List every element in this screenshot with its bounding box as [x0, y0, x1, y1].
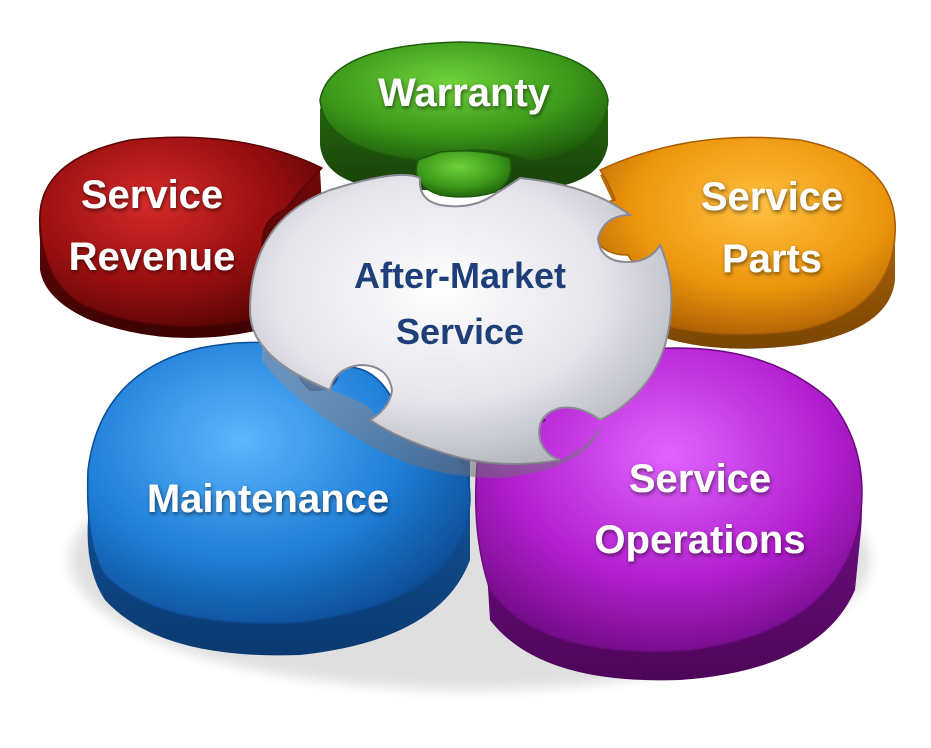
petal-warranty-label: Warranty — [378, 71, 551, 115]
petal-service-parts-label-line2: Parts — [722, 237, 822, 281]
center-label-line2: Service — [396, 311, 524, 352]
petal-maintenance-label: Maintenance — [147, 477, 389, 521]
petal-service-revenue-label-line1: Service — [81, 173, 223, 217]
petal-service-parts-label-line1: Service — [701, 175, 843, 219]
petal-service-revenue-label-line2: Revenue — [69, 235, 236, 279]
petal-service-operations-label-line1: Service — [629, 457, 771, 501]
petal-warranty: Warranty — [320, 42, 608, 197]
center-label-line1: After-Market — [354, 255, 566, 296]
petal-service-operations-label-line2: Operations — [594, 518, 805, 562]
